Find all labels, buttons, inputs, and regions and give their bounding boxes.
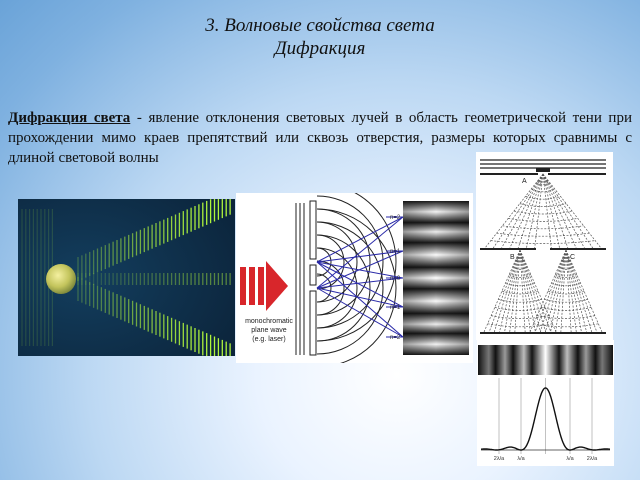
label-a: A	[522, 178, 527, 185]
single-slit-intensity-plot: 2λ/a λ/a λ/a 2λ/a	[477, 340, 614, 466]
diffraction-rays	[316, 216, 404, 338]
title-line-2: Дифракция	[274, 38, 366, 59]
double-slit-diagram: monochromatic plane wave (e.g. laser) n=…	[236, 193, 473, 363]
definition-term: Дифракция света	[8, 110, 131, 126]
plane-wave-arrow	[240, 261, 288, 311]
label-c: C	[570, 254, 575, 261]
cone-diffraction-diagram: A B C	[476, 152, 613, 340]
tick-label: 2λ/a	[587, 456, 598, 462]
tick-label: λ/a	[566, 456, 574, 462]
order-label: n=1	[390, 305, 401, 311]
sphere-diffraction-image	[18, 199, 235, 356]
title-line-1: 3. Волновые свойства света	[205, 15, 435, 36]
order-label: n=2	[390, 215, 401, 221]
diffraction-pattern-strip	[478, 345, 613, 375]
diffraction-cones	[483, 173, 603, 333]
order-label: n=0	[390, 276, 401, 282]
slide-title: 3. Волновые свойства света Дифракция	[0, 14, 640, 60]
definition-paragraph: Дифракция света - явление отклонения све…	[8, 108, 632, 168]
fringe-lines	[21, 199, 231, 356]
plane-wave-label-1: monochromatic	[245, 318, 293, 325]
tick-label: λ/a	[517, 456, 525, 462]
plane-wave-label-2: plane wave	[251, 327, 287, 334]
plane-wave-label-3: (e.g. laser)	[252, 336, 285, 343]
intensity-curve	[481, 387, 610, 451]
order-label: n=1	[390, 249, 401, 255]
label-b: B	[510, 254, 515, 261]
tick-label: 2λ/a	[494, 456, 505, 462]
slit-barrier	[309, 200, 317, 356]
definition-text: - явление отклонения световых лучей в об…	[8, 110, 632, 166]
circular-wavefronts	[316, 193, 397, 363]
order-label: n=2	[390, 335, 401, 341]
sphere-obstacle	[46, 264, 76, 294]
